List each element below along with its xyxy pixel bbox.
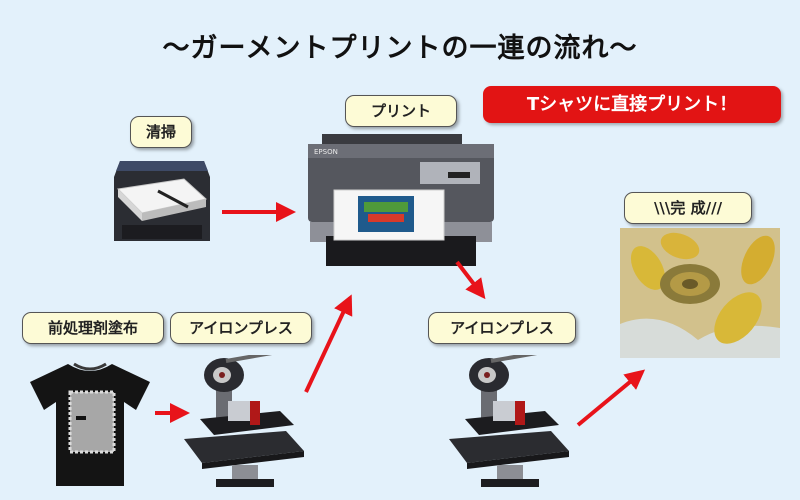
arrow-press-to-done	[576, 369, 646, 427]
finished-print-image	[620, 228, 780, 358]
page-title: 〜ガーメントプリントの一連の流れ〜	[162, 33, 638, 64]
arrow-print-to-press	[455, 260, 486, 300]
tshirt-image	[28, 358, 153, 488]
heat-press-image-1	[180, 355, 310, 490]
platen-cleaning-image	[112, 155, 212, 255]
printer-brand-text: EPSON	[314, 148, 338, 156]
step-label-press-1: アイロンプレス	[170, 312, 312, 344]
step-label-pretreat: 前処理剤塗布	[22, 312, 164, 344]
direct-print-badge: Tシャツに直接プリント！	[483, 86, 781, 123]
step-label-clean: 清掃	[130, 116, 192, 148]
heat-press-image-2	[445, 355, 575, 490]
step-label-print: プリント	[345, 95, 457, 127]
step-label-press-2: アイロンプレス	[428, 312, 576, 344]
printer-image: EPSON	[300, 128, 500, 273]
arrow-press-to-print	[304, 294, 353, 393]
step-label-done: \\\完 成///	[624, 192, 752, 224]
